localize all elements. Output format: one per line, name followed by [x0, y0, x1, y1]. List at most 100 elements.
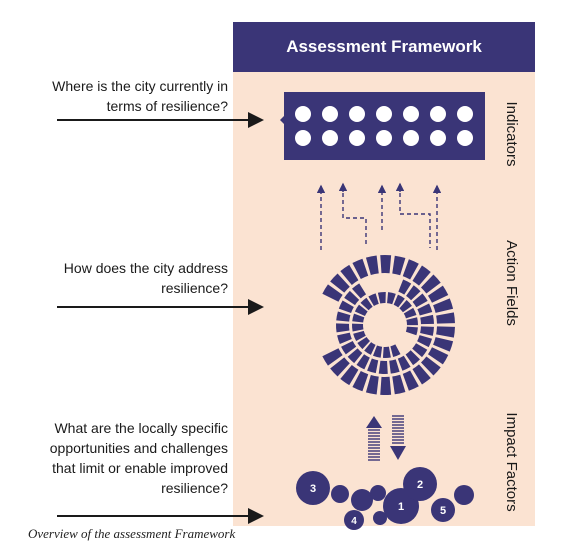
action-field-segment: [372, 345, 383, 358]
action-field-segment: [403, 307, 417, 319]
action-field-segment: [427, 285, 449, 303]
arrow-down-striped: [392, 415, 404, 444]
action-field-segment: [336, 311, 351, 322]
action-field-segment: [330, 273, 350, 293]
bubble-label: 2: [417, 479, 423, 491]
question-line: opportunities and challenges: [49, 440, 228, 456]
action-field-segment: [405, 350, 420, 366]
action-field-segment: [354, 304, 368, 316]
action-field-segment: [420, 274, 441, 294]
action-field-segment: [405, 326, 418, 336]
action-field-segment: [402, 259, 419, 280]
bubble: [373, 511, 387, 525]
action-fields-rings: [322, 255, 455, 395]
question-impact-factors: What are the locally specific opportunit…: [14, 418, 228, 498]
question-line: Where is the city currently in: [52, 78, 228, 94]
question-line: that limit or enable improved: [52, 460, 228, 476]
action-field-segment: [338, 300, 354, 313]
action-field-segment: [420, 356, 441, 376]
indicator-dots: [295, 106, 473, 146]
action-field-segment: [367, 358, 379, 374]
figure-caption: Overview of the assessment Framework: [28, 526, 236, 541]
action-field-segment: [436, 326, 455, 338]
impact-factor-bubbles: 3 2 1 5 4: [296, 467, 474, 530]
action-field-segment: [340, 365, 359, 386]
action-field-segment: [353, 330, 366, 342]
action-field-segment: [340, 264, 359, 285]
indicator-dot: [376, 106, 392, 122]
action-field-segment: [417, 335, 433, 348]
action-field-segment: [412, 343, 428, 358]
label-impact-factors: Impact Factors: [503, 412, 520, 511]
indicators-block: [280, 92, 485, 160]
indicator-dot: [349, 130, 365, 146]
action-field-segment: [336, 323, 350, 333]
question-line: What are the locally specific: [54, 420, 228, 436]
indicator-dot: [295, 106, 311, 122]
bubble-label: 4: [351, 516, 357, 527]
question-line: resilience?: [161, 280, 228, 296]
action-field-segment: [378, 360, 388, 374]
action-field-segment: [412, 265, 431, 286]
action-field-segment: [330, 357, 350, 377]
action-field-segment: [387, 292, 396, 305]
question-line: How does the city address: [63, 260, 228, 276]
action-field-segment: [357, 337, 370, 350]
bubble: [454, 485, 474, 505]
action-field-segment: [368, 293, 379, 306]
question-indicators: Where is the city currently in terms of …: [20, 76, 228, 116]
action-field-segment: [377, 292, 386, 304]
action-field-segment: [360, 297, 373, 311]
action-field-segment: [352, 323, 364, 332]
action-field-segment: [417, 303, 433, 316]
action-field-segment: [398, 279, 412, 295]
action-field-segment: [420, 314, 434, 325]
bidirectional-arrows: [366, 415, 406, 461]
bubble-label: 5: [440, 505, 446, 517]
action-field-segment: [382, 346, 391, 358]
indicator-dot: [457, 130, 473, 146]
action-field-segment: [393, 294, 405, 308]
bubble: [403, 467, 437, 501]
bubble: [370, 485, 386, 501]
action-field-segment: [392, 374, 406, 395]
bubble: [344, 510, 364, 530]
action-field-segment: [412, 364, 431, 385]
action-field-segment: [352, 258, 369, 279]
action-field-segment: [406, 317, 419, 326]
action-field-segment: [337, 332, 352, 344]
indicator-dot: [430, 130, 446, 146]
action-field-segment: [433, 298, 454, 313]
indicator-dot: [349, 106, 365, 122]
label-action-fields: Action Fields: [503, 240, 520, 326]
action-field-segment: [344, 290, 360, 306]
action-field-segment: [352, 371, 369, 392]
question-line: resilience?: [161, 480, 228, 496]
indicator-dot: [295, 130, 311, 146]
bubble-label: 3: [310, 483, 316, 495]
bubble: [431, 498, 455, 522]
action-field-segment: [380, 255, 392, 274]
indicator-dot: [376, 130, 392, 146]
action-field-segment: [322, 348, 343, 366]
indicator-dot: [430, 106, 446, 122]
question-action-fields: How does the city address resilience?: [20, 258, 228, 298]
arrow-up-striped: [368, 429, 380, 461]
bubble-label: 1: [398, 501, 404, 513]
action-field-segment: [352, 313, 365, 323]
action-field-segment: [322, 284, 343, 302]
label-indicators: Indicators: [503, 101, 520, 166]
action-field-segment: [365, 255, 379, 275]
action-field-segment: [427, 347, 449, 365]
action-field-segment: [402, 370, 419, 391]
action-field-segment: [365, 375, 379, 395]
action-field-segment: [351, 283, 367, 299]
indicator-dot: [403, 106, 419, 122]
action-field-segment: [356, 354, 370, 370]
action-field-segment: [364, 342, 376, 355]
question-line: terms of resilience?: [106, 98, 228, 114]
bubble: [331, 485, 349, 503]
indicator-dot: [322, 106, 338, 122]
framework-title: Assessment Framework: [233, 22, 535, 72]
action-field-segment: [392, 255, 406, 276]
